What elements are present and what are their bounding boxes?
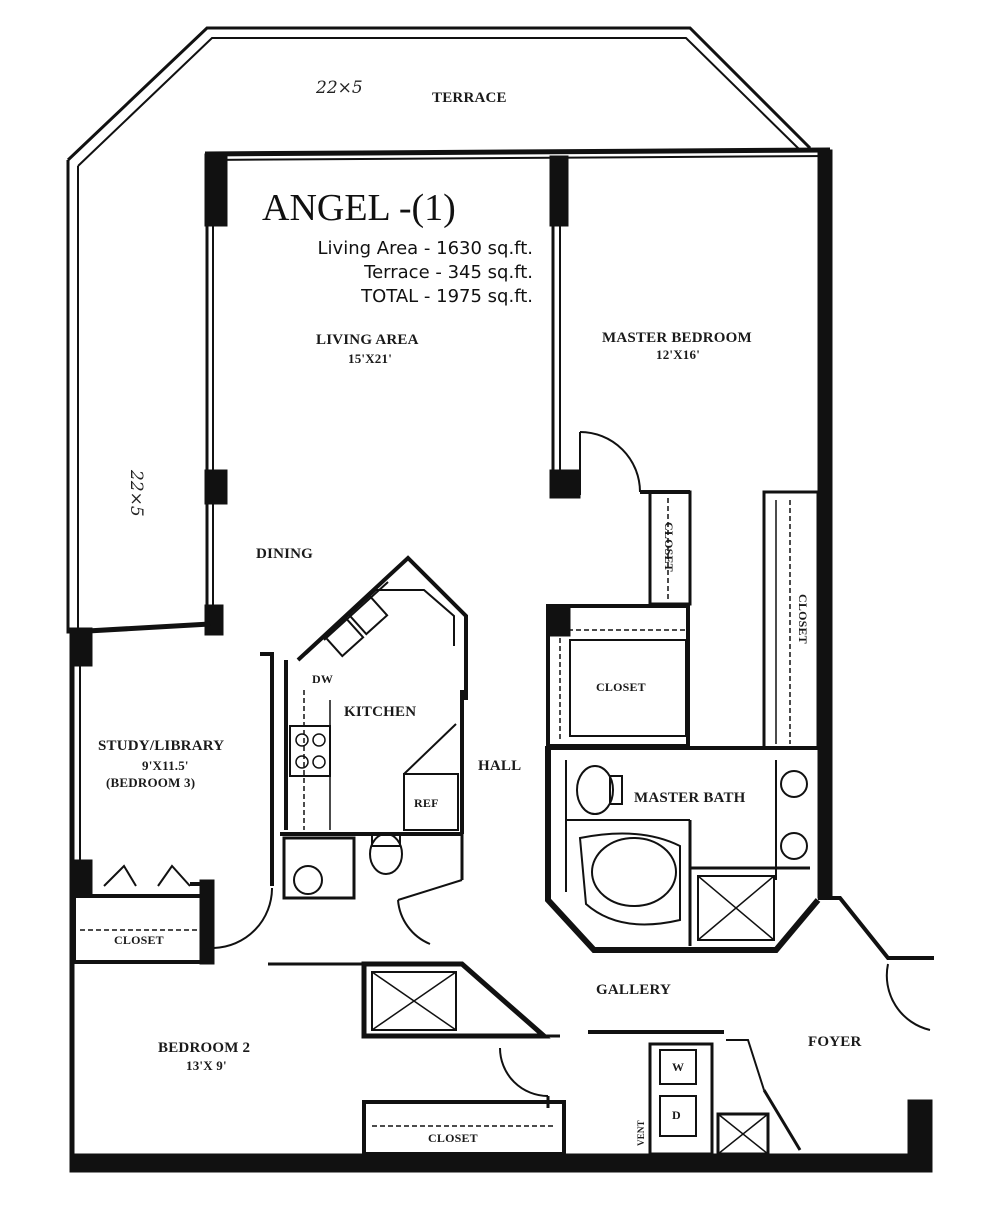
exterior-wall — [69, 621, 211, 635]
entry-wall — [762, 1089, 802, 1151]
exterior-wall — [69, 859, 93, 897]
kitchen-counter — [403, 723, 457, 775]
bedroom2-size: 13'X 9' — [186, 1058, 227, 1073]
handwritten-note: 22×5 — [316, 78, 363, 98]
kitchen-sink — [347, 594, 389, 636]
exterior-wall — [204, 155, 831, 161]
closet-label: CLOSET — [662, 522, 676, 572]
exterior-wall — [204, 153, 228, 227]
laundry-closet — [648, 1042, 714, 1156]
terrace-sqft: Terrace - 345 sq.ft. — [364, 262, 533, 283]
terrace-railing — [77, 37, 801, 167]
terrace-railing — [66, 160, 92, 634]
toilet — [371, 833, 401, 847]
washer-label: W — [672, 1060, 685, 1074]
closet-outline — [362, 1100, 566, 1156]
closet-label: CLOSET — [428, 1131, 478, 1145]
master-bedroom-size: 12'X16' — [656, 347, 701, 362]
shower-stall — [697, 875, 775, 941]
toilet — [369, 833, 403, 875]
living-area-size: 15'X21' — [348, 351, 393, 366]
foyer-label: FOYER — [808, 1034, 862, 1050]
sink — [780, 832, 808, 860]
closet-label: CLOSET — [114, 933, 164, 947]
interior-wall — [397, 879, 463, 901]
stove — [289, 725, 331, 777]
dryer-label: D — [672, 1108, 681, 1122]
powder-room — [282, 836, 356, 900]
bath-wall — [545, 746, 821, 953]
hall-label: HALL — [478, 758, 522, 774]
refrigerator — [403, 773, 459, 831]
interior-wall — [549, 155, 569, 227]
dining-label: DINING — [256, 546, 314, 562]
door-swing — [499, 1047, 549, 1097]
living-area-sqft: Living Area - 1630 sq.ft. — [317, 238, 533, 259]
refrigerator-label: REF — [414, 796, 439, 810]
exterior-wall — [69, 627, 93, 667]
terrace-label: TERRACE — [432, 90, 507, 106]
sink — [293, 865, 323, 895]
bedroom2-label: BEDROOM 2 — [158, 1040, 251, 1056]
living-area-label: LIVING AREA — [316, 332, 419, 348]
door-swing — [397, 899, 431, 945]
burner — [295, 733, 309, 747]
linen-closet — [361, 961, 551, 1039]
kitchen-sink — [323, 616, 365, 658]
kitchen-counter — [323, 581, 389, 641]
closet-outline — [72, 894, 206, 964]
entry-door-swing — [885, 963, 931, 1031]
closet-shelf — [569, 639, 687, 737]
kitchen-wall — [296, 555, 468, 700]
burner — [312, 733, 326, 747]
linen-closet — [371, 971, 457, 1031]
exterior-wall — [817, 149, 833, 899]
study-size: 9'X11.5' — [142, 758, 189, 773]
plan-title: ANGEL -(1) — [262, 187, 456, 229]
interior-wall — [549, 469, 581, 499]
entry-wall — [818, 896, 934, 960]
total-sqft: TOTAL - 1975 sq.ft. — [361, 286, 533, 307]
vent-label: VENT — [636, 1120, 646, 1146]
utility-closet — [717, 1113, 769, 1155]
gallery-label: GALLERY — [596, 982, 672, 998]
handwritten-note: 22×5 — [126, 470, 146, 517]
closet-label: CLOSET — [596, 680, 646, 694]
interior-wall — [547, 605, 571, 637]
kitchen-label: KITCHEN — [344, 704, 417, 720]
exterior-wall — [204, 469, 228, 505]
closet-door — [103, 864, 137, 887]
door-leaf — [726, 1039, 765, 1091]
closet-label: CLOSET — [796, 594, 810, 644]
closet-door — [157, 864, 191, 887]
study-label: STUDY/LIBRARY — [98, 738, 225, 754]
study-alt-label: (BEDROOM 3) — [106, 775, 196, 790]
door-swing — [213, 887, 273, 949]
master-bedroom-label: MASTER BEDROOM — [602, 330, 752, 346]
linen-closet — [371, 971, 457, 1031]
bathtub — [578, 832, 681, 926]
burner — [312, 755, 326, 769]
washer — [659, 1049, 697, 1085]
door-swing — [579, 431, 641, 493]
exterior-wall — [204, 604, 224, 636]
toilet — [609, 775, 623, 805]
toilet — [576, 765, 614, 815]
dryer — [659, 1095, 697, 1137]
master-bath-label: MASTER BATH — [634, 790, 746, 806]
dishwasher-label: DW — [312, 672, 334, 686]
sink — [780, 770, 808, 798]
terrace-railing — [66, 26, 812, 162]
burner — [295, 755, 309, 769]
exterior-wall — [204, 147, 831, 157]
utility-closet — [716, 1112, 770, 1156]
shower-stall — [697, 875, 775, 941]
exterior-wall — [907, 1099, 933, 1161]
exterior-wall — [69, 1153, 933, 1173]
bathtub — [591, 837, 677, 907]
